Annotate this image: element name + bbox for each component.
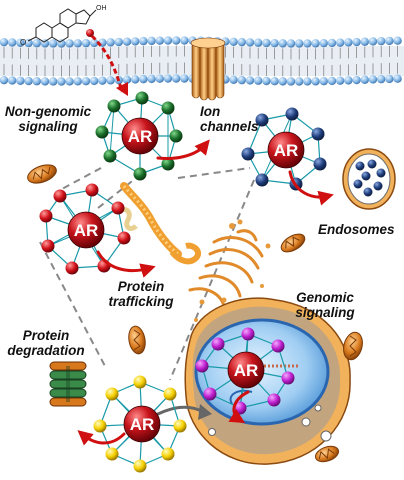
protein-node xyxy=(39,209,53,223)
ar-hub-node: AR xyxy=(67,211,105,249)
ar-hub-label: AR xyxy=(234,361,259,380)
protein-node xyxy=(163,387,177,401)
protein-node xyxy=(53,189,67,203)
protein-node xyxy=(211,337,225,351)
mitochondrion-icon xyxy=(314,445,340,463)
nucleus-cell xyxy=(184,297,351,465)
ar-hub-node: AR xyxy=(267,131,305,169)
ar-hub-label: AR xyxy=(130,415,155,434)
ar-hub-label: AR xyxy=(74,221,99,240)
label-endosomes: Endosomes xyxy=(318,222,395,237)
protein-node xyxy=(105,447,119,461)
protein-node xyxy=(103,149,117,163)
mitochondrion-icon xyxy=(343,331,363,361)
protein-node xyxy=(133,459,147,473)
protein-node xyxy=(133,167,147,181)
protein-node xyxy=(311,127,325,141)
protein-node xyxy=(241,147,255,161)
protein-node xyxy=(255,113,269,127)
protein-node xyxy=(203,387,217,401)
svg-text:OH: OH xyxy=(96,5,107,12)
signaling-arrows xyxy=(77,139,334,446)
ion-channel-icon xyxy=(190,37,226,101)
protein-node xyxy=(65,261,79,275)
ar-hub-label: AR xyxy=(274,141,299,160)
protein-node xyxy=(105,387,119,401)
protein-node xyxy=(135,91,149,105)
protein-node xyxy=(133,375,147,389)
steroid-ligand-icon: O OH xyxy=(20,5,107,47)
mitochondrion-icon xyxy=(27,164,57,184)
ar-hub-node: AR xyxy=(121,117,159,155)
protein-node xyxy=(255,173,269,187)
protein-node xyxy=(161,101,175,115)
protein-node xyxy=(285,107,299,121)
protein-node xyxy=(241,327,255,341)
svg-text:O: O xyxy=(20,38,26,47)
ar-hub-node: AR xyxy=(123,405,161,443)
ar-hub-label: AR xyxy=(128,127,153,146)
protein-node xyxy=(271,339,285,353)
mitochondrion-icon xyxy=(128,325,146,355)
protein-node xyxy=(267,393,281,407)
nucleus-entry-arrow xyxy=(149,404,212,420)
protein-node xyxy=(111,201,125,215)
trafficking-dashed-lines xyxy=(39,167,255,381)
trafficking-protein-icon xyxy=(116,182,202,265)
protein-node xyxy=(95,125,109,139)
protein-node xyxy=(313,157,327,171)
protein-node xyxy=(173,419,187,433)
ar-hub-node: AR xyxy=(227,351,265,389)
protein-node xyxy=(161,447,175,461)
protein-node xyxy=(41,239,55,253)
protein-node xyxy=(85,183,99,197)
endosome-icon xyxy=(342,148,396,210)
proteasome-icon xyxy=(49,361,87,407)
golgi-apparatus xyxy=(188,229,264,308)
protein-node xyxy=(169,129,183,143)
protein-node xyxy=(107,99,121,113)
protein-node xyxy=(117,231,131,245)
ligand-entry-arrow xyxy=(86,29,128,96)
green-cluster xyxy=(95,91,183,181)
protein-node xyxy=(93,419,107,433)
protein-node xyxy=(161,157,175,171)
protein-node xyxy=(281,371,295,385)
protein-node xyxy=(195,359,209,373)
mitochondrion-icon xyxy=(280,233,306,253)
